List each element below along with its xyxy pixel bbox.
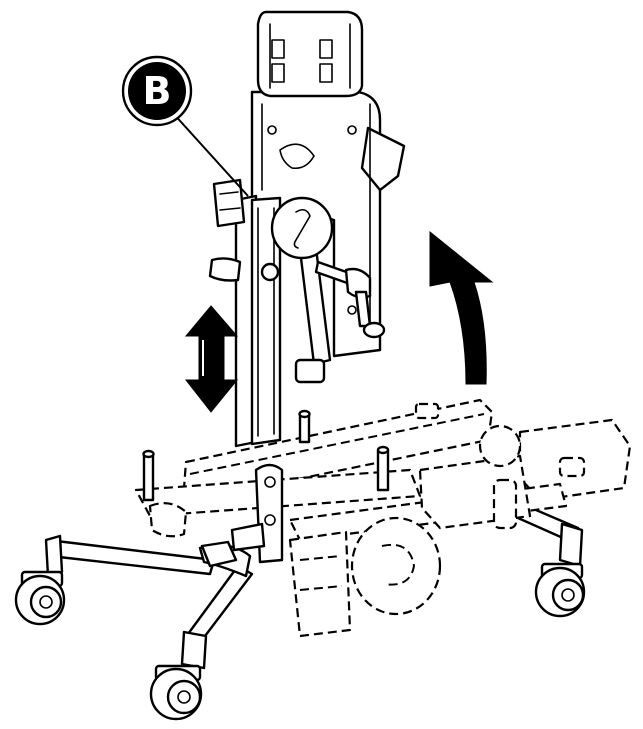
hinge-arm — [200, 463, 284, 568]
frame-pins — [142, 409, 390, 502]
double-headed-arrow — [184, 305, 239, 413]
caster-front-left — [14, 570, 66, 626]
callout-b — [121, 55, 249, 197]
gauge-dial — [270, 196, 334, 260]
caster-right — [534, 562, 586, 618]
curved-arrow — [429, 230, 494, 385]
caster-front — [149, 664, 203, 721]
crank-handle — [314, 260, 386, 339]
head-rest — [256, 10, 364, 98]
lift-column — [208, 178, 332, 448]
